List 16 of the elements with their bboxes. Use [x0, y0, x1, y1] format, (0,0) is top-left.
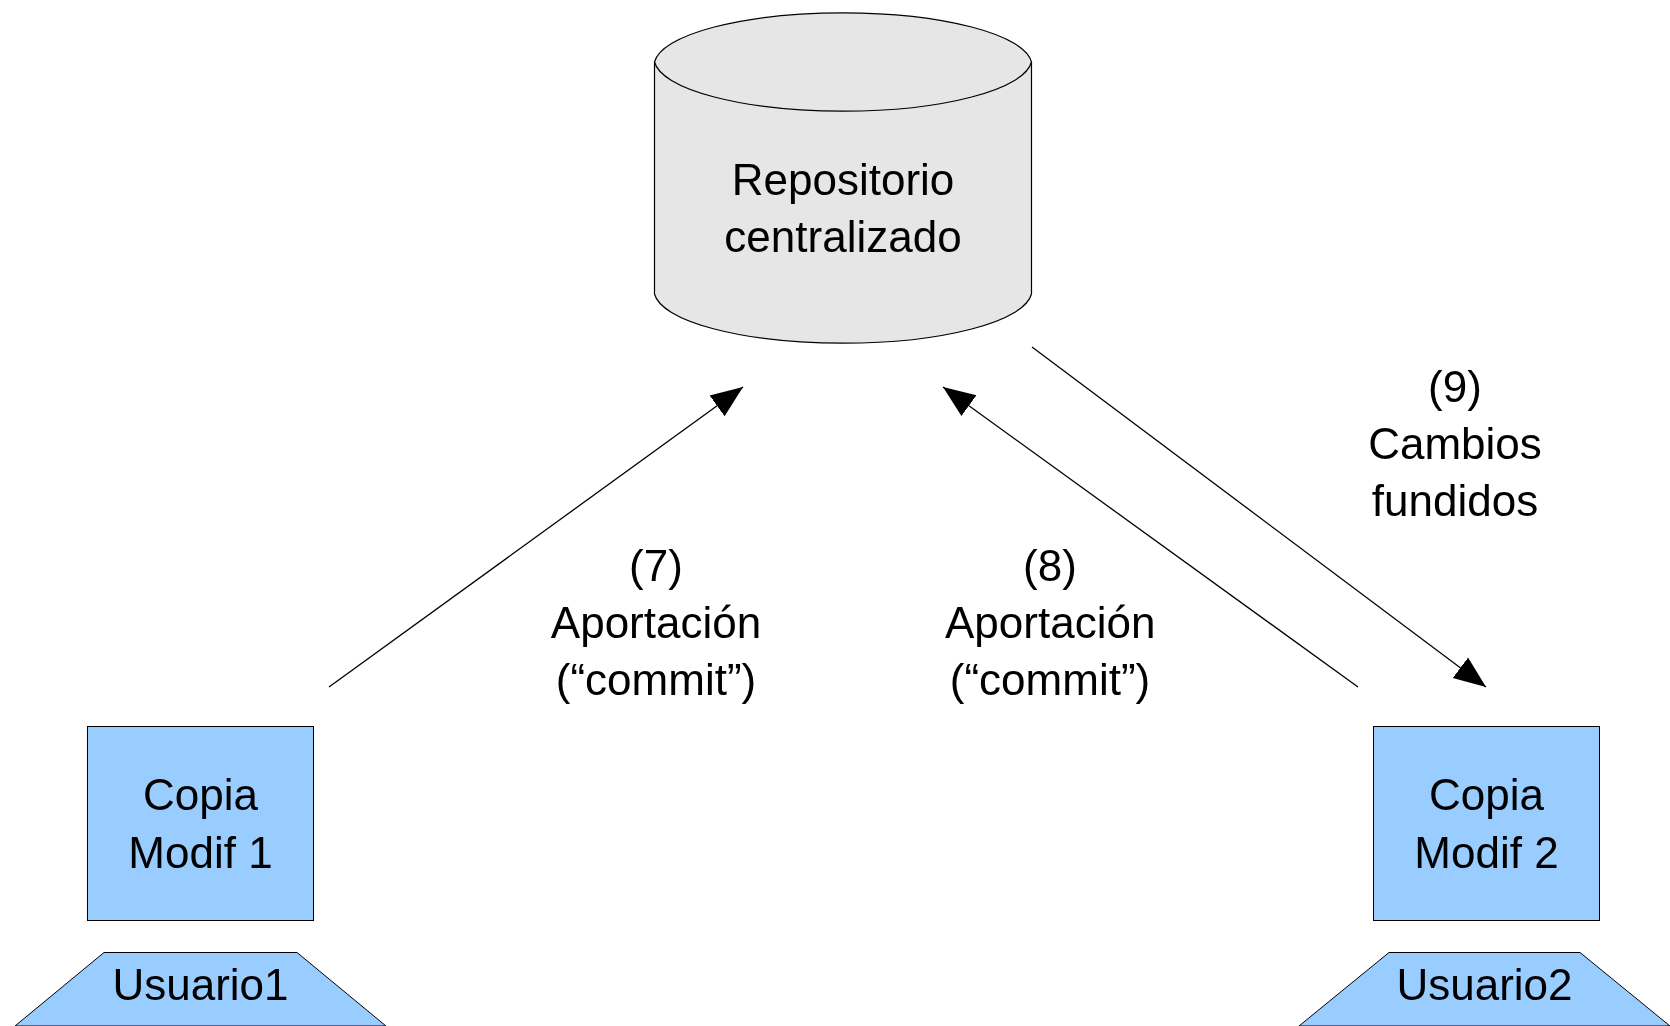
- process-box: [87, 726, 314, 921]
- arrow: [1031, 346, 1487, 688]
- node-label: Usuario2: [1396, 959, 1573, 1011]
- user-trapezoid: [15, 952, 386, 1026]
- edge-label: (8) Aportación (“commit”): [945, 540, 1155, 707]
- node-label: Copia Modif 1: [127, 769, 274, 879]
- arrow: [942, 386, 1359, 688]
- database-cylinder: [654, 9, 1032, 347]
- user-trapezoid: [1299, 952, 1670, 1026]
- node-label: Repositorio centralizado: [723, 153, 963, 263]
- node-label: Usuario1: [112, 959, 289, 1011]
- process-box: [1373, 726, 1600, 921]
- edge-label: (9) Cambios fundidos: [1367, 361, 1543, 528]
- arrow: [328, 386, 744, 688]
- node-label: Copia Modif 2: [1413, 769, 1560, 879]
- edge-label: (7) Aportación (“commit”): [549, 540, 763, 707]
